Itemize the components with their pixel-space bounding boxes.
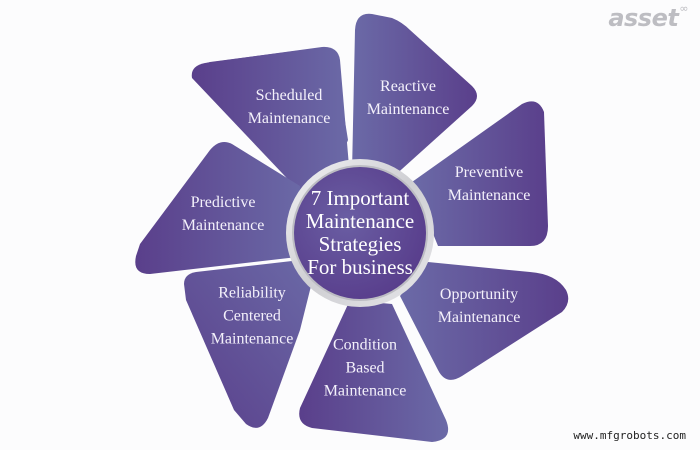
logo-text: asset bbox=[608, 4, 679, 32]
label-line: Maintenance bbox=[181, 217, 265, 234]
label-reactive-maintenance: Reactive Maintenance bbox=[367, 75, 450, 121]
center-title-line: 7 Important bbox=[310, 186, 410, 210]
label-reliability-centered-maintenance: Reliability Centered Maintenance bbox=[211, 282, 294, 351]
petal-scheduled-body bbox=[191, 46, 350, 192]
petal-preventive bbox=[412, 101, 548, 246]
label-line: Centered bbox=[223, 307, 281, 325]
label-line: Scheduled bbox=[255, 87, 323, 104]
label-line: Condition bbox=[332, 336, 397, 354]
center-title-line: Maintenance bbox=[305, 209, 415, 233]
label-predictive-maintenance: Predictive Maintenance bbox=[182, 191, 265, 237]
center-disk bbox=[294, 167, 426, 299]
label-line: Reactive bbox=[380, 78, 436, 95]
label-line: Maintenance bbox=[247, 110, 331, 127]
label-scheduled-maintenance: Scheduled Maintenance bbox=[248, 84, 331, 130]
label-line: Maintenance bbox=[366, 101, 450, 118]
watermark-url: www.mfgrobots.com bbox=[573, 429, 686, 442]
asset-logo: asset∞ bbox=[608, 2, 688, 32]
center-title-line: For business bbox=[307, 255, 413, 279]
petal-reactive bbox=[352, 13, 477, 178]
petal-condition-based bbox=[299, 300, 449, 442]
label-line: Based bbox=[345, 359, 385, 377]
label-line: Maintenance bbox=[447, 187, 531, 204]
label-line: Opportunity bbox=[439, 286, 519, 303]
center-title-line: Strategies bbox=[318, 232, 402, 256]
petal-reliability-centered bbox=[184, 258, 318, 428]
label-line: Maintenance bbox=[437, 309, 521, 326]
label-line: Maintenance bbox=[323, 382, 407, 400]
label-line: Preventive bbox=[454, 164, 524, 181]
label-line: Reliability bbox=[218, 284, 286, 302]
petal-predictive bbox=[135, 142, 306, 274]
label-line: Predictive bbox=[190, 194, 256, 211]
petal-opportunity bbox=[400, 262, 569, 380]
label-line: Maintenance bbox=[210, 330, 294, 348]
label-preventive-maintenance: Preventive Maintenance bbox=[448, 161, 531, 207]
center-title: 7 Important Maintenance Strategies For b… bbox=[306, 187, 414, 279]
label-opportunity-maintenance: Opportunity Maintenance bbox=[438, 283, 521, 329]
label-condition-based-maintenance: Condition Based Maintenance bbox=[324, 334, 407, 403]
infinity-icon: ∞ bbox=[679, 2, 688, 15]
